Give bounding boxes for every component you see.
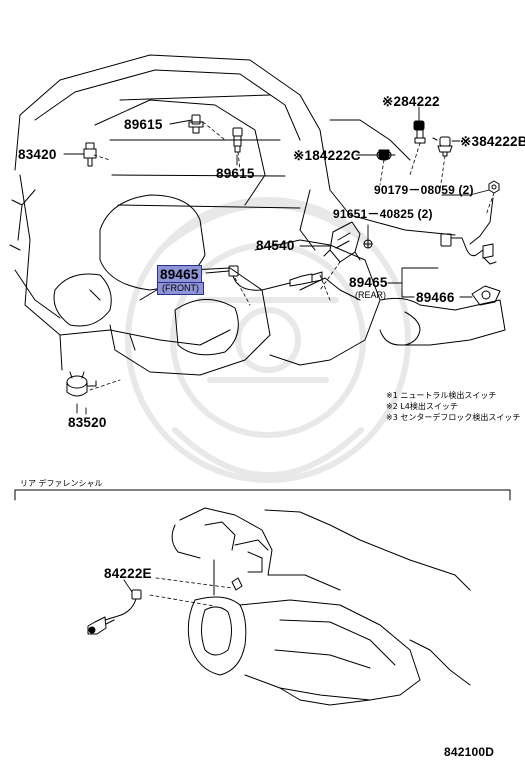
callout-83420[interactable]: 83420	[18, 147, 57, 162]
leader-lines	[63, 106, 490, 415]
part-84540-unit	[323, 221, 361, 263]
legend-note-2: ※2 L4検出スイッチ	[386, 402, 458, 411]
part-84222b-switch	[432, 136, 453, 157]
callout-84222c[interactable]: ※184222C	[293, 148, 361, 163]
lower-section-divider	[14, 489, 511, 501]
callout-89465-rear[interactable]: 89465	[349, 275, 388, 290]
part-89465-rear-sensor	[440, 197, 497, 265]
part-84222e-switch	[87, 589, 142, 635]
diagram-code: 842100D	[444, 745, 495, 759]
callout-89465-rear-note: (REAR)	[355, 290, 386, 300]
callout-89466[interactable]: 89466	[416, 290, 455, 305]
engine-block	[9, 54, 506, 376]
lower-dashed-references	[149, 577, 233, 607]
callout-90179[interactable]: 90179－08059 (2)	[374, 183, 474, 197]
part-83420-sensor	[83, 142, 97, 167]
part-83520-switch	[66, 371, 97, 397]
part-84222-switch	[413, 120, 426, 144]
part-90179-nut	[488, 180, 500, 194]
callout-84222[interactable]: ※284222	[382, 94, 440, 109]
watermark-emblem	[125, 197, 411, 483]
callout-89465-front-note: (FRONT)	[157, 282, 204, 295]
rear-differential	[171, 507, 471, 706]
legend-note-1: ※1 ニュートラル検出スイッチ	[386, 391, 497, 400]
callout-89615-mid[interactable]: 89615	[216, 166, 255, 181]
callout-89465-front[interactable]: 89465	[157, 265, 202, 284]
lower-section-title: リア デファレンシャル	[20, 479, 103, 488]
callout-84222b[interactable]: ※384222B	[460, 134, 525, 149]
leader-84222e	[123, 579, 133, 593]
callout-84222e[interactable]: 84222E	[104, 566, 152, 581]
part-89615-top-sensor	[188, 114, 204, 134]
dashed-references	[89, 121, 495, 391]
callout-84540[interactable]: 84540	[256, 238, 295, 253]
legend-note-3: ※3 センターデフロック検出スイッチ	[386, 413, 521, 422]
part-89466-gasket	[471, 285, 501, 306]
callout-91651[interactable]: 91651－40825 (2)	[333, 207, 433, 221]
part-84222c-switch	[376, 149, 396, 161]
callout-83520[interactable]: 83520	[68, 415, 107, 430]
part-91651-bolt	[363, 239, 373, 249]
callout-89615-top[interactable]: 89615	[124, 117, 163, 132]
part-89615-mid-sensor	[232, 127, 243, 153]
